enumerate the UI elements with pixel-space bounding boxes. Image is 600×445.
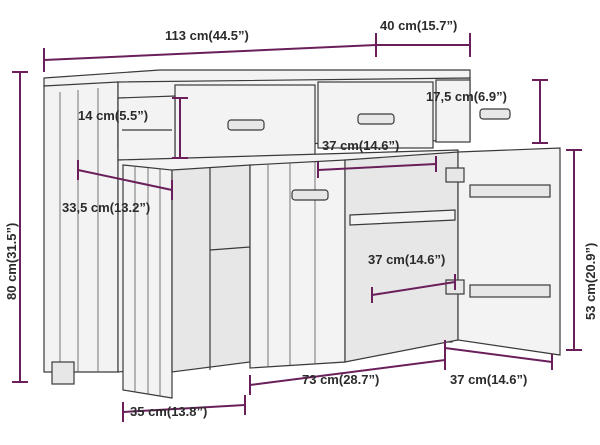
door-rail-bottom xyxy=(469,284,551,298)
left-compartment xyxy=(171,164,251,373)
dimension-labels: 113 cm(44.5”) 40 cm(15.7”) 14 cm(5.5”) 1… xyxy=(4,18,598,419)
label-shelf-width: 37 cm(14.6”) xyxy=(368,252,445,267)
label-drawer-height: 17,5 cm(6.9”) xyxy=(426,89,507,104)
middle-door-handle xyxy=(291,189,329,201)
sideboard-illustration xyxy=(43,69,561,399)
dimension-lines xyxy=(12,33,582,422)
right-shelf xyxy=(349,209,456,226)
left-side-panel xyxy=(43,81,119,373)
label-drawer-width: 37 cm(14.6”) xyxy=(322,138,399,153)
drawer-right xyxy=(435,79,471,143)
label-drawer-side-height: 14 cm(5.5”) xyxy=(78,108,148,123)
label-total-height: 80 cm(31.5”) xyxy=(4,223,19,300)
label-top-depth: 40 cm(15.7”) xyxy=(380,18,457,33)
drawer-right-handle xyxy=(479,108,511,120)
label-inner-width: 73 cm(28.7”) xyxy=(302,372,379,387)
hinge-top xyxy=(445,167,465,183)
drawer-middle-handle xyxy=(357,113,395,125)
label-left-door-width: 35 cm(13.8”) xyxy=(130,404,207,419)
right-door xyxy=(457,147,561,356)
drawer-left-handle xyxy=(227,119,265,131)
open-drawer-side xyxy=(117,95,176,161)
label-right-door-width: 37 cm(14.6”) xyxy=(450,372,527,387)
left-front-leg xyxy=(51,361,75,385)
label-top-width: 113 cm(44.5”) xyxy=(165,28,249,43)
label-cabinet-height: 53 cm(20.9”) xyxy=(583,243,598,320)
door-rail-top xyxy=(469,184,551,198)
label-left-depth: 33,5 cm(13.2”) xyxy=(62,200,150,215)
